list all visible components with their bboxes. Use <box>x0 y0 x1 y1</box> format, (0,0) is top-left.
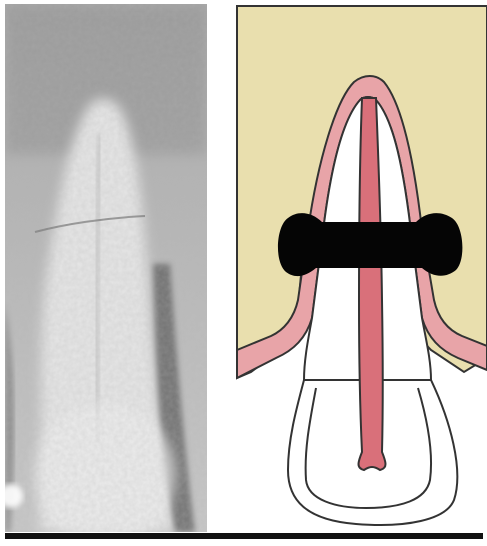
diagram-svg <box>226 0 487 536</box>
black-band <box>278 213 462 276</box>
frame-bottom-bar <box>5 533 483 539</box>
dental-xray-image <box>5 4 207 532</box>
xray-svg <box>5 4 207 532</box>
tooth-cross-section-diagram <box>226 0 487 536</box>
